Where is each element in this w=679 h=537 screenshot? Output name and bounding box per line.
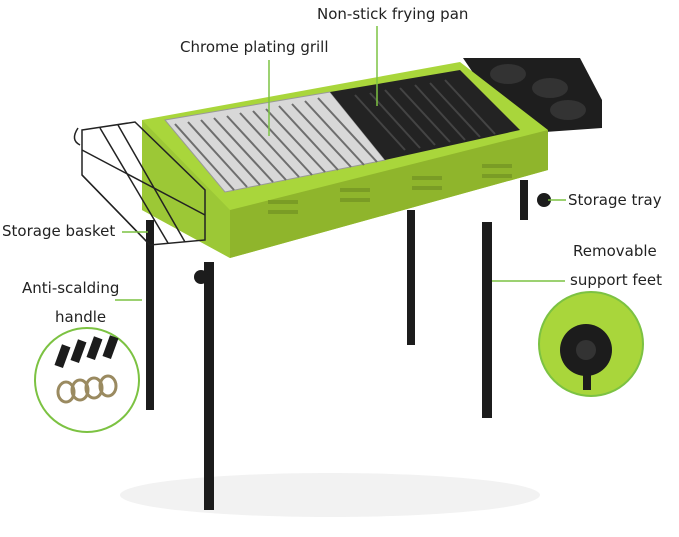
leg-front-right [482,222,492,418]
knob-right [537,193,551,207]
leader-lines [115,26,566,301]
label-anti-scalding: Anti-scalding [22,279,120,297]
label-non-stick-pan: Non-stick frying pan [317,5,469,23]
handle-inset [34,327,140,433]
label-support-feet: support feet [570,271,662,289]
leg-front-left [204,262,214,510]
leg-back-right [407,210,415,345]
label-removable: Removable [573,242,657,260]
label-storage-basket: Storage basket [2,222,116,240]
storage-basket [73,121,206,246]
label-chrome-grill: Chrome plating grill [180,38,329,56]
ground-shadow [120,473,540,517]
feet-inset [538,291,644,397]
chrome-grill [164,91,386,193]
label-handle: handle [55,308,107,326]
storage-tray [463,58,602,132]
label-storage-tray: Storage tray [568,191,662,209]
leg-rear-right [520,180,528,220]
knob-left [194,270,208,284]
legs [146,180,528,510]
leg-back-left [146,220,154,410]
